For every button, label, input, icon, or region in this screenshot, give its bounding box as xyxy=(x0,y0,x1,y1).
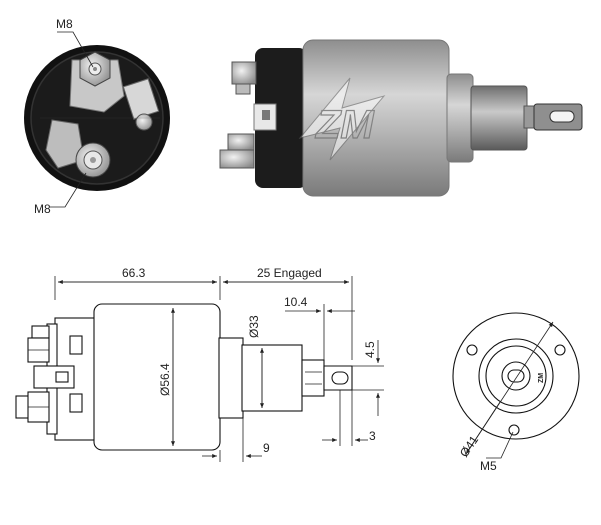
tab-slot xyxy=(549,110,575,123)
dim-engaged: 25 Engaged xyxy=(257,266,322,280)
dim-tab-thickness: 3 xyxy=(369,429,376,443)
mount-hole xyxy=(554,344,566,356)
bottom-stud-icon xyxy=(75,142,111,178)
end-logo: ZM xyxy=(538,373,545,383)
black-cap xyxy=(255,48,307,188)
dim-mount-thread: M5 xyxy=(480,459,497,473)
shaft-outline xyxy=(241,344,303,412)
leader-top xyxy=(57,31,94,68)
dim-body-diameter: Ø56.4 xyxy=(158,363,172,396)
drawing-end-elevation: ZM Ø41 M5 xyxy=(452,312,580,473)
svg-text:ZM: ZM xyxy=(315,103,375,147)
leader-m5 xyxy=(486,431,514,459)
top-stud-icon xyxy=(79,51,111,87)
photo-end-view: M8 M8 xyxy=(24,17,170,216)
body-outline xyxy=(93,303,221,451)
top-terminal-label: M8 xyxy=(56,17,73,31)
dim-plunger-offset: 10.4 xyxy=(284,295,308,309)
zm-lightning-logo-icon: ZM xyxy=(298,77,386,161)
dim-tab-width: 4.5 xyxy=(363,341,377,358)
leader-bottom xyxy=(50,172,87,208)
drawing-side-elevation: 66.3 25 Engaged 10.4 Ø33 Ø56.4 4.5 9 xyxy=(15,266,384,462)
mount-hole xyxy=(508,424,520,436)
photo-side-view: ZM xyxy=(219,39,583,197)
plunger xyxy=(470,85,528,151)
dim-shaft-diameter: Ø33 xyxy=(247,315,261,338)
dim-body-length: 66.3 xyxy=(122,266,146,280)
mount-hole xyxy=(466,344,478,356)
bottom-terminal-label: M8 xyxy=(34,202,51,216)
dim-shaft-step: 9 xyxy=(263,441,270,455)
